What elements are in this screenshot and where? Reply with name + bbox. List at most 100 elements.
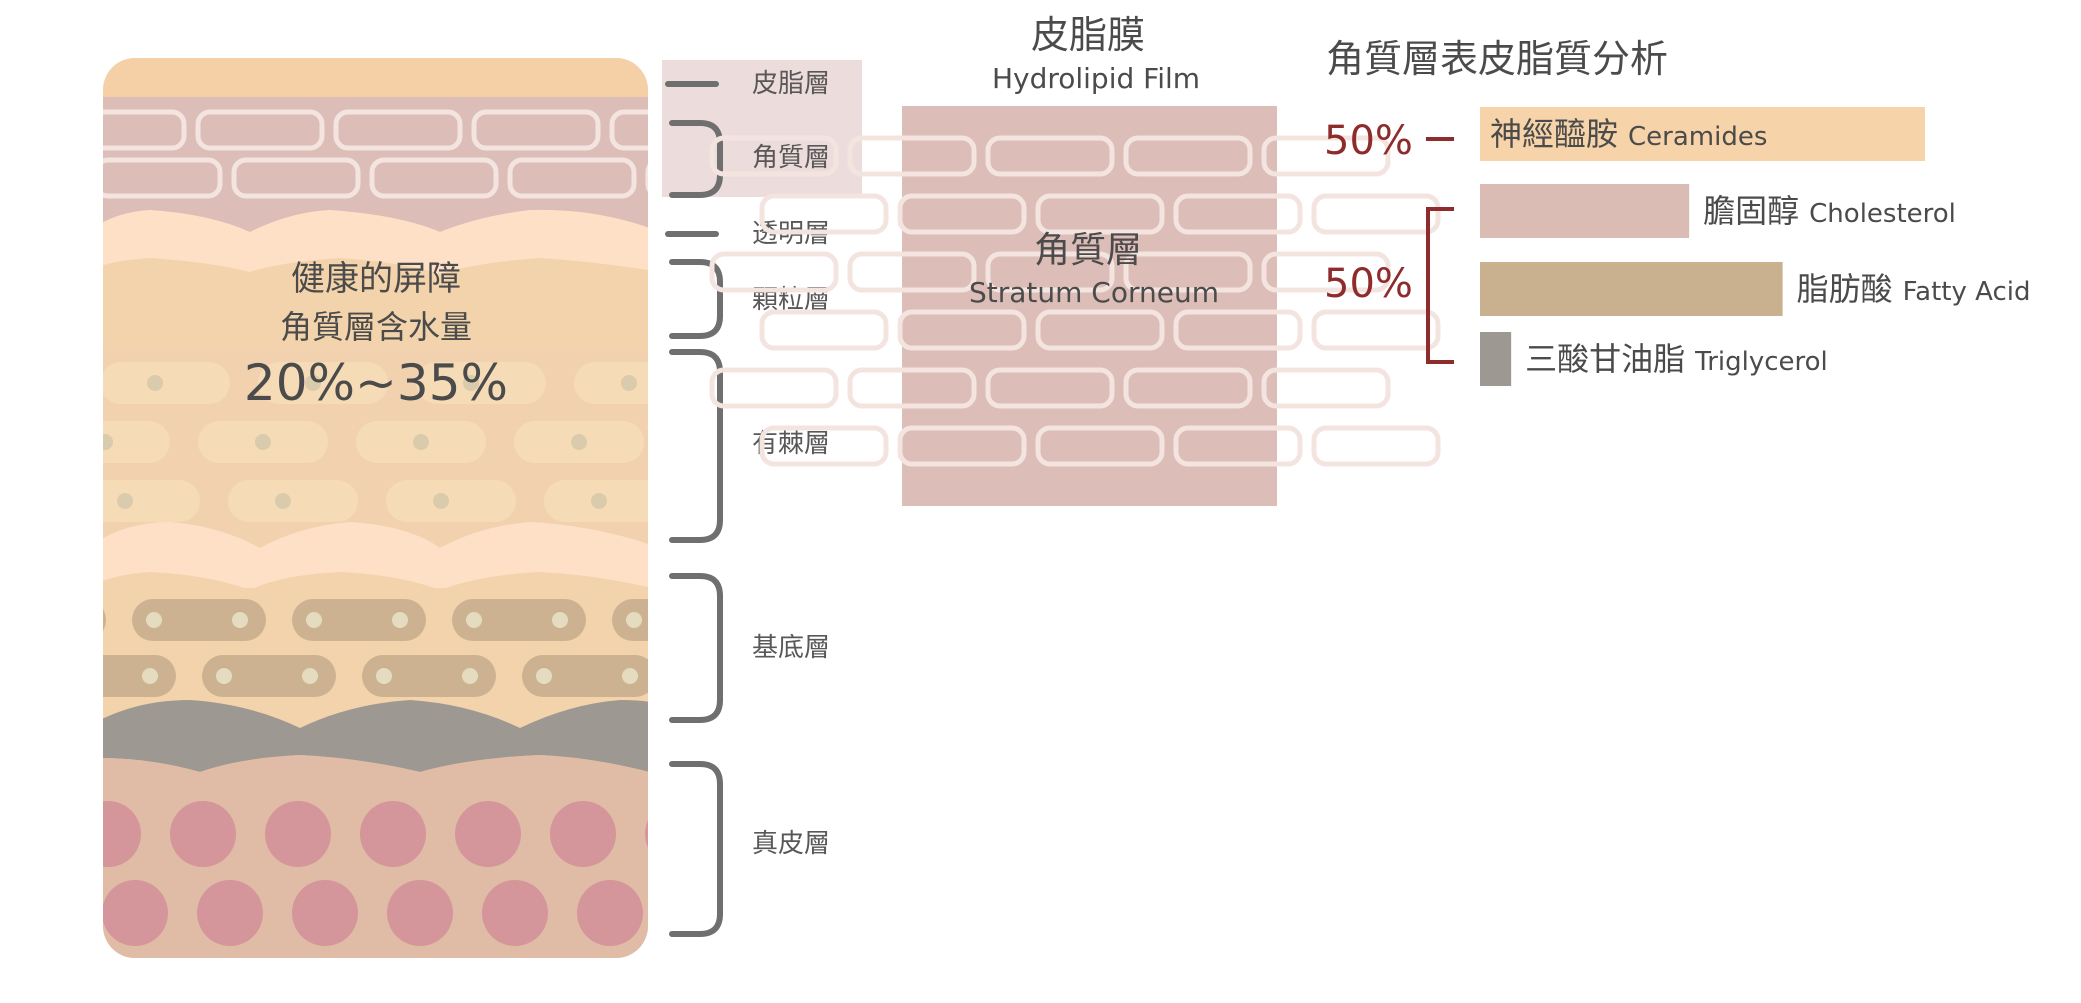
dermis-cell: [103, 880, 168, 946]
layer-label-basal: 基底層: [752, 633, 830, 663]
basal-nucleus: [72, 612, 88, 628]
bracket-granular: [669, 259, 723, 339]
corneum-cell: [103, 109, 187, 151]
basal-cells: [0, 599, 888, 697]
lipid-label-en: Fatty Acid: [1903, 277, 2031, 307]
spinous-cell: [386, 480, 516, 522]
basal-nucleus: [466, 612, 482, 628]
film-corneum-cell: [1261, 251, 1391, 293]
dermis-cell: [197, 880, 263, 946]
basement-membrane: [103, 700, 648, 775]
spinous-nucleus: [591, 493, 607, 509]
spinous-cell: [103, 362, 230, 404]
corneum-cell: [507, 157, 637, 199]
analysis-title: 角質層表皮脂質分析: [1326, 37, 1668, 81]
dermis-cell: [645, 801, 648, 867]
basal-nucleus: [786, 612, 802, 628]
dermis-cell: [482, 880, 548, 946]
spinous-nucleus: [255, 434, 271, 450]
lipid-bar-cholesterol: [1480, 184, 1690, 238]
basal-nucleus: [696, 668, 712, 684]
bracket-dermis: [669, 761, 723, 937]
film-corneum-cell: [759, 425, 889, 467]
spinous-cell: [544, 480, 648, 522]
film-corneum-cell: [1173, 425, 1303, 467]
corneum-cell: [369, 157, 499, 199]
overlay-line-1: 健康的屏障: [291, 259, 461, 299]
spinous-nucleus: [779, 375, 795, 391]
lipid-bar-ceramides: [1480, 107, 1925, 161]
dermis-cell: [550, 801, 616, 867]
spinous-nucleus: [463, 375, 479, 391]
basal-nucleus: [142, 668, 158, 684]
group-bracket-others: [1426, 207, 1454, 364]
spinous-cell: [416, 362, 546, 404]
film-title-zh: 皮脂膜: [1031, 13, 1145, 57]
spinous-cell: [0, 421, 12, 463]
spinous-nucleus: [729, 434, 745, 450]
lipid-label-fatty-acid: 脂肪酸 Fatty Acid: [1797, 270, 2031, 308]
bracket-basal: [669, 573, 723, 723]
film-corneum-cell: [985, 367, 1115, 409]
corneum-cell: [609, 109, 648, 151]
spinous-cell: [258, 362, 388, 404]
spinous-nucleus: [433, 493, 449, 509]
film-corneum-cell: [847, 135, 977, 177]
lipid-label-en: Ceramides: [1628, 122, 1767, 152]
film-corneum-cell: [897, 425, 1027, 467]
spinous-nucleus: [103, 434, 113, 450]
lipid-label-ceramides: 神經醯胺 Ceramides: [1490, 115, 1767, 153]
lipid-bar-fatty-acid: [1480, 262, 1783, 316]
layer-brackets: [665, 81, 723, 937]
spinous-nucleus: [117, 493, 133, 509]
basal-nucleus: [392, 612, 408, 628]
spinous-cell: [228, 480, 358, 522]
lipid-label-en: Cholesterol: [1809, 199, 1956, 229]
film-corneum-cell: [1311, 193, 1441, 235]
basal-cell: [0, 655, 16, 697]
dermis-cell: [292, 880, 358, 946]
spinous-cells: [0, 362, 795, 522]
film-corneum-cell: [1035, 309, 1165, 351]
film-corneum-cell: [1261, 367, 1391, 409]
corneum-cell: [195, 109, 325, 151]
group-label-ceramides: 50%: [1324, 118, 1413, 164]
spinous-cell: [574, 362, 648, 404]
spinous-cell: [103, 480, 200, 522]
corneum-cell: [231, 157, 361, 199]
spinous-nucleus: [275, 493, 291, 509]
corneum-cell: [103, 157, 223, 199]
overlay-value: 20%~35%: [244, 354, 508, 412]
basal-nucleus: [56, 668, 72, 684]
basal-nucleus: [872, 612, 888, 628]
bracket-spinous: [669, 349, 723, 543]
film-corneum-cell: [1311, 425, 1441, 467]
basal-nucleus: [782, 668, 798, 684]
film-corneum-cell: [897, 309, 1027, 351]
corneum-cell: [471, 109, 601, 151]
film-corneum-cell: [985, 251, 1115, 293]
basal-cell: [132, 599, 266, 641]
layer-label-corneum: 角質層: [752, 143, 830, 173]
dermis-cell: [170, 801, 236, 867]
lipid-label-zh: 神經醯胺: [1490, 115, 1618, 153]
dermis-cell: [387, 880, 453, 946]
dermis-cell: [103, 801, 141, 867]
basal-nucleus: [626, 612, 642, 628]
basal-nucleus: [376, 668, 392, 684]
film-corneum-cell: [897, 193, 1027, 235]
film-corneum-cell: [1261, 135, 1391, 177]
film-corneum-cell: [1035, 425, 1165, 467]
film-corneum-cell: [709, 251, 839, 293]
film-corneum-cell: [1123, 135, 1253, 177]
basal-cell: [612, 599, 648, 641]
spinous-nucleus: [0, 375, 5, 391]
film-corneum-cell: [847, 251, 977, 293]
basal-nucleus: [306, 612, 322, 628]
film-corneum-cell: [1311, 309, 1441, 351]
dermis-cell: [577, 880, 643, 946]
lipid-label-zh: 脂肪酸: [1797, 270, 1893, 308]
